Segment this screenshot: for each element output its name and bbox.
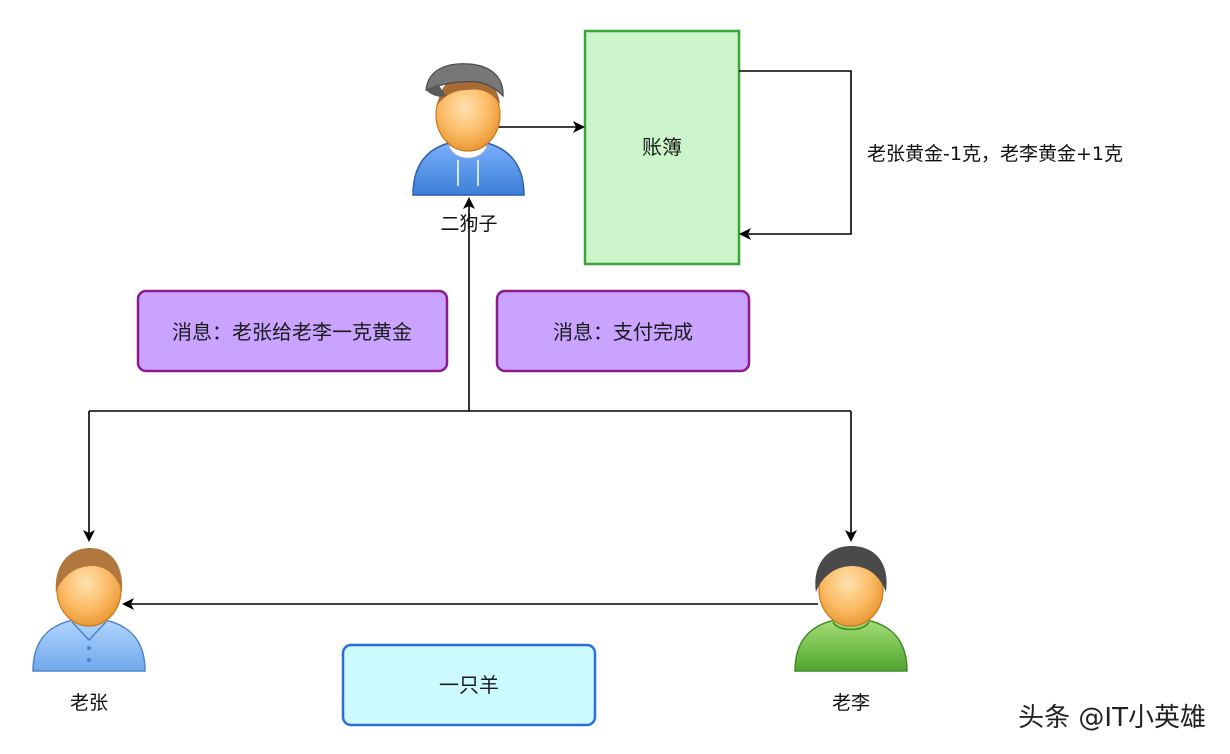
actor-ergouzi: 二狗子 bbox=[412, 63, 525, 235]
ledger-label: 账簿 bbox=[642, 135, 682, 159]
actor-laoli: 老李 bbox=[794, 546, 908, 714]
ledger-box: 账簿 bbox=[583, 29, 741, 266]
message-request-label: 消息：老张给老李一克黄金 bbox=[172, 320, 412, 344]
goods-box: 一只羊 bbox=[341, 643, 597, 727]
ledger-rect bbox=[583, 29, 741, 266]
message-done-rect bbox=[495, 289, 751, 373]
ledger-update-note: 老张黄金-1克，老李黄金+1克 bbox=[867, 143, 1123, 165]
laozhang-label: 老张 bbox=[70, 692, 108, 714]
message-request-box: 消息：老张给老李一克黄金 bbox=[136, 289, 449, 373]
ledger-update-loop-arrow bbox=[739, 70, 852, 240]
message-done-label: 消息：支付完成 bbox=[553, 320, 693, 344]
goods-rect bbox=[341, 643, 597, 727]
laoli-person-icon bbox=[794, 546, 908, 672]
laoli-label: 老李 bbox=[832, 692, 870, 714]
laozhang-person-icon bbox=[32, 548, 146, 672]
goods-label: 一只羊 bbox=[439, 673, 499, 697]
ergouzi-label: 二狗子 bbox=[440, 213, 497, 235]
message-request-rect bbox=[136, 289, 449, 373]
actor-laozhang: 老张 bbox=[32, 548, 146, 714]
message-done-box: 消息：支付完成 bbox=[495, 289, 751, 373]
watermark: 头条 @IT小英雄 bbox=[1018, 703, 1206, 733]
ergouzi-person-icon bbox=[412, 63, 525, 196]
